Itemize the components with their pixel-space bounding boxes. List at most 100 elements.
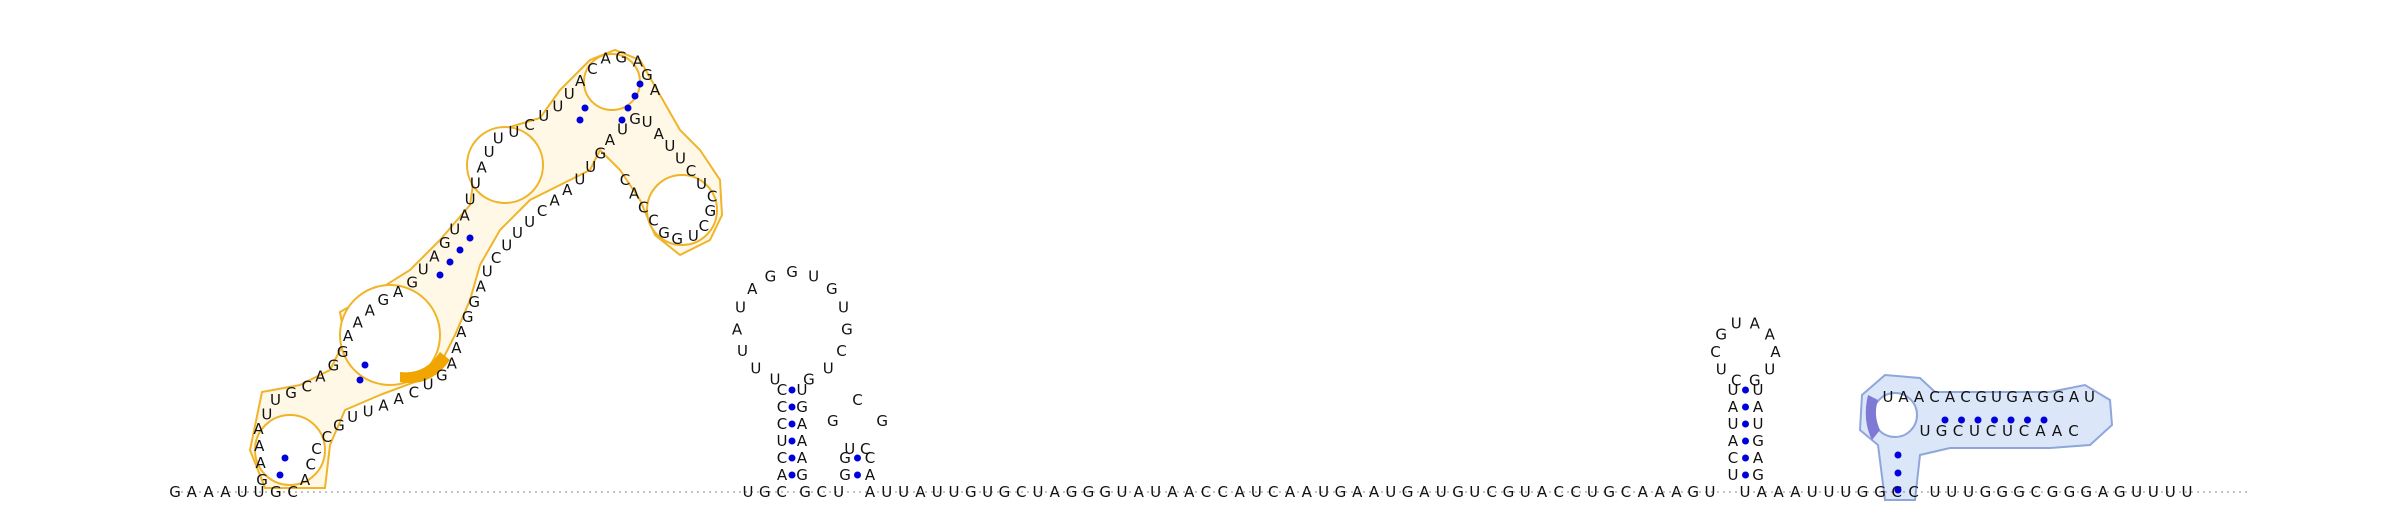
loop-nucleotide: A (1765, 325, 1776, 343)
baseline-nucleotide: U (1705, 483, 1716, 501)
baseline-nucleotide: C (1908, 483, 1918, 501)
orange-nucleotide: U (552, 97, 563, 115)
base-pair-dot (1991, 416, 1998, 424)
loop-upper-mid (466, 126, 544, 204)
orange-nucleotide: C (322, 428, 332, 446)
baseline-nucleotide: G (1335, 483, 1347, 501)
baseline-nucleotide: C (776, 483, 786, 501)
base-pair-dot (788, 437, 796, 445)
stem-nucleotide: U (777, 432, 788, 450)
baseline-nucleotide: A (1790, 483, 1801, 501)
baseline-nucleotide: G (169, 483, 181, 501)
loop-nucleotide: U (823, 359, 834, 377)
loop-nucleotide: G (786, 263, 798, 281)
stem-nucleotide: A (865, 466, 876, 484)
orange-nucleotide: A (394, 390, 405, 408)
baseline-nucleotide: A (1773, 483, 1784, 501)
orange-nucleotide: U (564, 85, 575, 103)
base-pair-dot (276, 471, 284, 479)
orange-nucleotide: U (524, 213, 535, 231)
loop-nucleotide: G (827, 412, 839, 430)
orange-nucleotide: G (594, 145, 606, 163)
baseline-nucleotide: C (1016, 483, 1026, 501)
baseline-nucleotide: U (743, 483, 754, 501)
orange-nucleotide: G (658, 224, 670, 242)
baseline-nucleotide: U (1740, 483, 1751, 501)
baseline-nucleotide: U (1150, 483, 1161, 501)
orange-nucleotide: A (456, 323, 467, 341)
baseline-nucleotide: U (2165, 483, 2176, 501)
base-pair-dot (456, 246, 464, 254)
baseline-nucleotide: U (949, 483, 960, 501)
baseline-nucleotide: U (237, 483, 248, 501)
orange-nucleotide: A (393, 283, 404, 301)
orange-nucleotide: A (256, 454, 267, 472)
orange-nucleotide: A (605, 131, 616, 149)
base-pair-dot (2040, 416, 2048, 424)
baseline-nucleotide: C (817, 483, 827, 501)
baseline-nucleotide: C (2031, 483, 2041, 501)
baseline-nucleotide: G (2013, 483, 2025, 501)
base-pair-dot (854, 454, 861, 462)
orange-nucleotide: C (524, 116, 534, 134)
loop-nucleotide: U (737, 342, 748, 360)
stem-nucleotide: C (1960, 388, 1970, 406)
stem-nucleotide: U (1991, 388, 2002, 406)
loop-nucleotide: U (1764, 361, 1775, 379)
loop-nucleotide: U (735, 299, 746, 317)
stem-nucleotide: A (1728, 432, 1739, 450)
loop-nucleotide: C (1710, 343, 1720, 361)
stem-nucleotide: C (1986, 422, 1996, 440)
base-pair-dot (631, 92, 639, 100)
orange-nucleotide: C (638, 198, 648, 216)
base-pair-dot (1742, 454, 1749, 462)
orange-nucleotide: U (585, 158, 596, 176)
stem-nucleotide: G (2053, 388, 2065, 406)
base-pair-dot (576, 116, 584, 124)
orange-nucleotide: U (347, 408, 358, 426)
baseline-nucleotide: A (1757, 483, 1768, 501)
orange-nucleotide: A (300, 471, 311, 489)
loop-nucleotide: G (826, 280, 838, 298)
orange-nucleotide: C (648, 211, 658, 229)
orange-nucleotide: U (449, 220, 460, 238)
stem-nucleotide: A (797, 432, 808, 450)
orange-nucleotide: A (253, 420, 264, 438)
baseline-nucleotide: A (1638, 483, 1649, 501)
orange-nucleotide: A (477, 158, 488, 176)
baseline-nucleotide: U (833, 483, 844, 501)
loop-nucleotide: G (1715, 325, 1727, 343)
base-pair-dot (788, 386, 796, 394)
baseline-nucleotide: C (1570, 483, 1580, 501)
baseline-nucleotide: C (1218, 483, 1228, 501)
loop-nucleotide: A (1750, 314, 1761, 332)
baseline-nucleotide: U (1840, 483, 1851, 501)
orange-nucleotide: U (574, 170, 585, 188)
stem-nucleotide: A (1753, 449, 1764, 467)
baseline-nucleotide: C (1486, 483, 1496, 501)
orange-nucleotide: C (409, 384, 419, 402)
stem-nucleotide: U (1969, 422, 1980, 440)
loop-nucleotide: C (860, 440, 870, 458)
stem-nucleotide: A (2069, 388, 2080, 406)
baseline-nucleotide: G (1066, 483, 1078, 501)
baseline-nucleotide: U (2131, 483, 2142, 501)
orange-nucleotide: A (429, 248, 440, 266)
orange-nucleotide: A (629, 185, 640, 203)
baseline-nucleotide: C (1201, 483, 1211, 501)
stem-nucleotide: G (839, 449, 851, 467)
baseline-nucleotide: U (1436, 483, 1447, 501)
base-pair-dot (1742, 386, 1749, 394)
baseline-nucleotide: G (1874, 483, 1886, 501)
base-pair-dot (788, 454, 796, 462)
orange-nucleotide: U (482, 263, 493, 281)
stem-nucleotide: A (1914, 388, 1925, 406)
base-pair-dot (624, 104, 632, 112)
base-pair-dot (788, 471, 796, 479)
baseline-nucleotide: U (1385, 483, 1396, 501)
orange-nucleotide: C (699, 217, 709, 235)
stem-nucleotide: A (797, 415, 808, 433)
base-pair-dot (1742, 403, 1749, 411)
